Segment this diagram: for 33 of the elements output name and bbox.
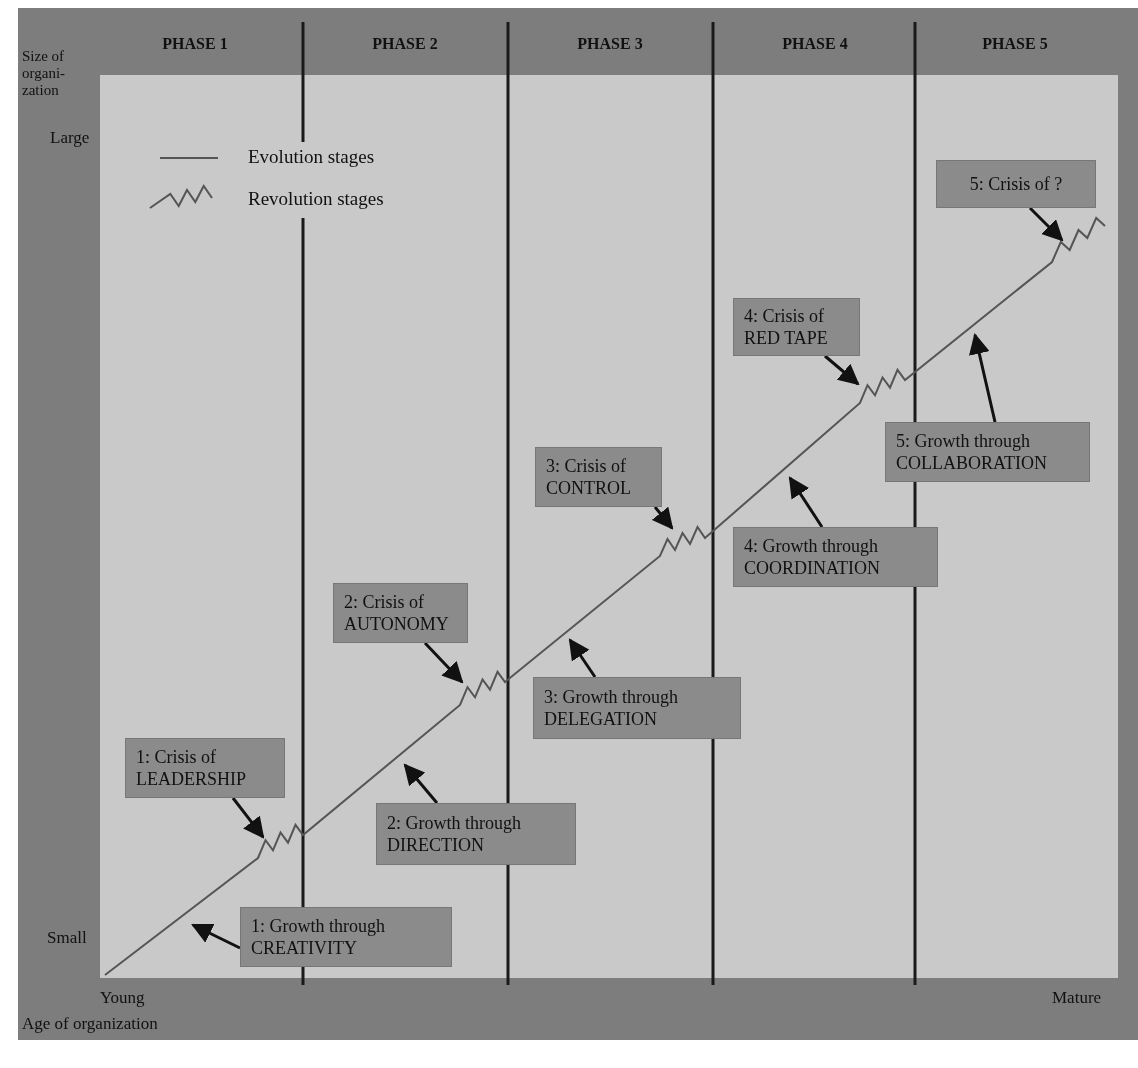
phase-heading: PHASE 4 xyxy=(781,34,849,54)
crisis-label-box: 3: Crisis of CONTROL xyxy=(535,447,662,507)
axis-label: Age of organization xyxy=(22,1014,158,1034)
growth-label-box: 3: Growth through DELEGATION xyxy=(533,677,741,739)
leader-arrow xyxy=(824,354,860,386)
axis-label: Large xyxy=(50,128,90,148)
crisis-label-box: 1: Crisis of LEADERSHIP xyxy=(125,738,285,798)
growth-label-box: 4: Growth through COORDINATION xyxy=(733,527,938,587)
leader-arrow xyxy=(568,638,597,678)
phase-heading: PHASE 1 xyxy=(161,34,229,54)
axis-label: Small xyxy=(47,928,87,948)
leader-arrow xyxy=(1028,206,1064,242)
leader-arrow xyxy=(651,506,674,530)
crisis-label-box: 5: Crisis of ? xyxy=(936,160,1096,208)
leader-arrow xyxy=(423,641,464,684)
phase-heading: PHASE 2 xyxy=(371,34,439,54)
phase-heading: PHASE 5 xyxy=(981,34,1049,54)
axis-label: Size of organi-zation xyxy=(22,48,67,99)
legend-text: Revolution stages xyxy=(248,188,384,210)
phase-heading: PHASE 3 xyxy=(576,34,644,54)
crisis-label-box: 2: Crisis of AUTONOMY xyxy=(333,583,468,643)
axis-label: Young xyxy=(100,988,145,1008)
leader-arrow xyxy=(788,476,824,528)
leader-arrow xyxy=(231,797,265,839)
leader-arrow xyxy=(403,763,439,804)
growth-label-box: 5: Growth through COLLABORATION xyxy=(885,422,1090,482)
axis-label: Mature xyxy=(1052,988,1102,1008)
legend-text: Evolution stages xyxy=(248,146,375,168)
growth-label-box: 2: Growth through DIRECTION xyxy=(376,803,576,865)
leader-arrow xyxy=(969,332,997,423)
leader-arrow xyxy=(191,923,241,950)
growth-label-box: 1: Growth through CREATIVITY xyxy=(240,907,452,967)
crisis-label-box: 4: Crisis of RED TAPE xyxy=(733,298,860,356)
